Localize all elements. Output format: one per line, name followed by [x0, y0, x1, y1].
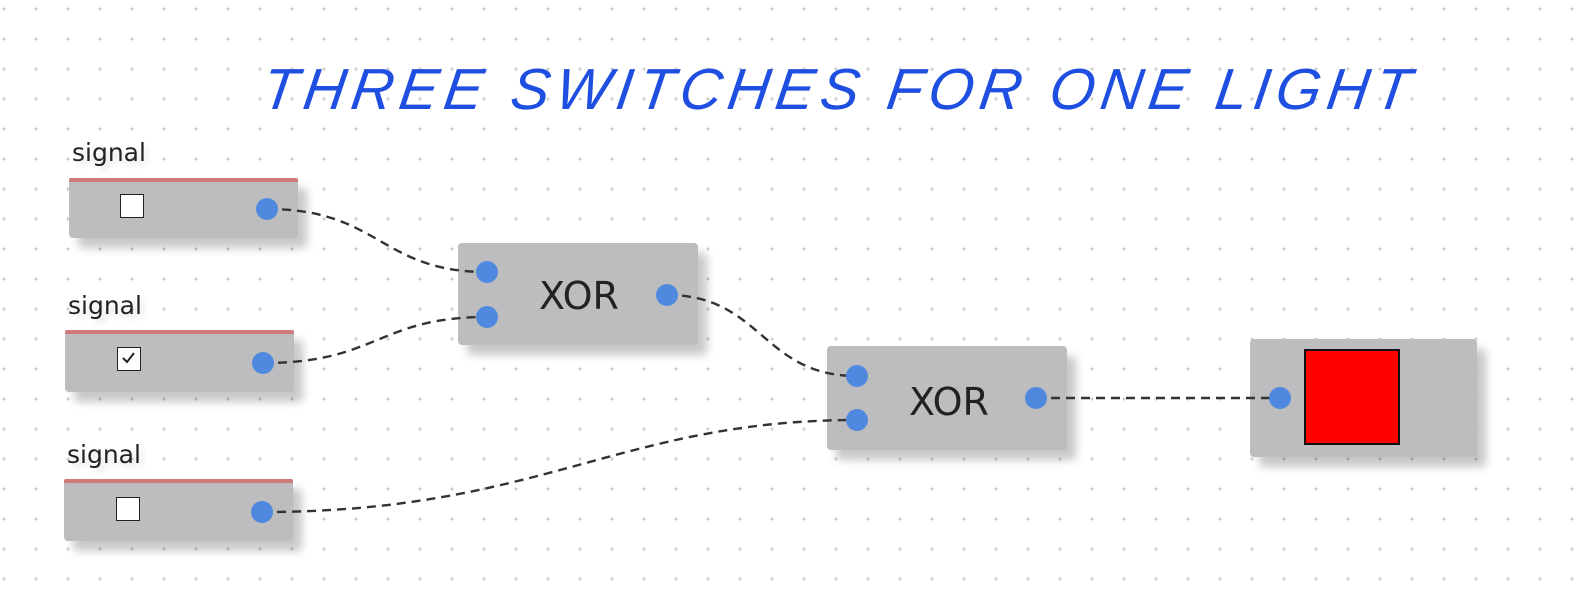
signal-1-output-port[interactable]: [256, 198, 278, 220]
signal-2-checkbox[interactable]: [117, 347, 141, 371]
wire-signal3-to-xor2: [261, 418, 858, 514]
xor-gate-1-input-a-port[interactable]: [476, 261, 498, 283]
light-indicator: [1304, 349, 1400, 445]
signal-2-output-port[interactable]: [252, 352, 274, 374]
xor-gate-1-output-port[interactable]: [656, 284, 678, 306]
check-mark-icon: [122, 352, 135, 364]
wire-xor1-to-xor2: [666, 293, 858, 378]
xor-gate-2-input-b-port[interactable]: [846, 409, 868, 431]
wire-signal2-to-xor1: [262, 315, 488, 365]
light-input-port[interactable]: [1269, 387, 1291, 409]
xor-gate-2-label: XOR: [909, 380, 989, 424]
signal-1-label: signal: [72, 138, 146, 167]
xor-gate-2-input-a-port[interactable]: [846, 365, 868, 387]
signal-1-checkbox[interactable]: [120, 194, 144, 218]
signal-2-label: signal: [68, 291, 142, 320]
wire-signal1-to-xor1: [266, 207, 488, 274]
xor-gate-2-output-port[interactable]: [1025, 387, 1047, 409]
xor-gate-1-input-b-port[interactable]: [476, 306, 498, 328]
xor-gate-1-label: XOR: [539, 274, 619, 318]
signal-3-output-port[interactable]: [251, 501, 273, 523]
signal-3-checkbox[interactable]: [116, 497, 140, 521]
signal-3-label: signal: [67, 440, 141, 469]
